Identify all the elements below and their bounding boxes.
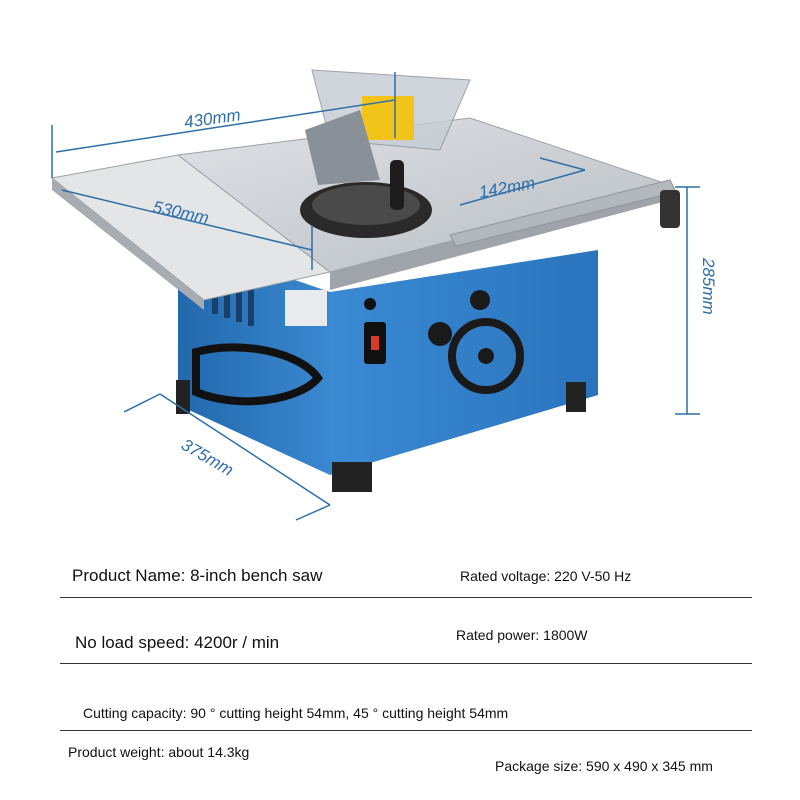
riving-knife — [305, 110, 380, 185]
spec-divider — [60, 663, 752, 664]
bevel-knob — [470, 290, 490, 310]
dim-depth-label: 375mm — [178, 435, 237, 480]
spec-rated-power: Rated power: 1800W — [456, 627, 588, 643]
spec-no-load-speed: No load speed: 4200r / min — [75, 633, 280, 652]
spec-rated-voltage: Rated voltage: 220 V-50 Hz — [460, 568, 632, 584]
rail-knob — [660, 190, 680, 228]
warning-label — [362, 96, 414, 140]
spec-divider — [60, 730, 752, 731]
dimension-lines — [51, 72, 700, 521]
saw-body-front — [330, 250, 598, 475]
dim-height-label: 285mm — [699, 257, 718, 315]
spec-plate — [285, 290, 327, 326]
reset-button — [364, 298, 376, 310]
power-cord — [192, 343, 324, 406]
bench-saw-illustration: 430mm 530mm 142mm 285mm 375mm — [50, 69, 718, 521]
saw-feet — [176, 380, 586, 492]
spec-package-size: Package size: 590 x 490 x 345 mm — [495, 758, 713, 774]
spec-cutting-capacity: Cutting capacity: 90 ° cutting height 54… — [83, 705, 509, 721]
height-handwheel — [448, 318, 524, 394]
spec-product-weight: Product weight: about 14.3kg — [68, 744, 250, 760]
spec-divider — [60, 597, 752, 598]
dim-width-label: 430mm — [183, 105, 242, 132]
spec-product-name: Product Name: 8-inch bench saw — [72, 566, 323, 585]
